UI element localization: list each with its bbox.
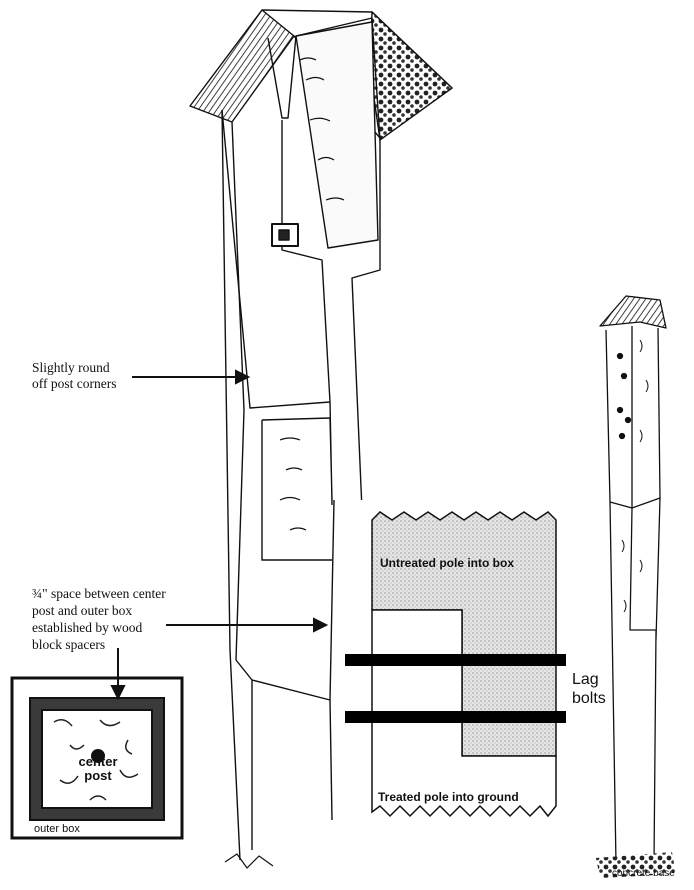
lag-bolts-label-line1: Lag bbox=[572, 670, 606, 689]
lag-bolt-upper bbox=[345, 654, 566, 666]
concrete-base-label: concrete base bbox=[612, 868, 675, 880]
spacer-label-line2: post and outer box bbox=[32, 602, 166, 619]
round-corners-label-line1: Slightly round bbox=[32, 360, 116, 376]
spacer-label-line3: established by wood bbox=[32, 619, 166, 636]
center-post-label: center post bbox=[66, 755, 130, 783]
center-post-label-line2: post bbox=[66, 769, 130, 783]
spacer-label-line4: block spacers bbox=[32, 636, 166, 653]
lag-bolts-label: Lag bolts bbox=[572, 670, 606, 708]
small-bat-house bbox=[596, 296, 676, 878]
front-panel bbox=[296, 22, 378, 248]
round-corners-label: Slightly round off post corners bbox=[32, 360, 116, 392]
roof-left bbox=[190, 10, 294, 122]
center-post-label-line1: center bbox=[66, 755, 130, 769]
treated-pole-label: Treated pole into ground bbox=[378, 789, 519, 805]
round-corners-label-line2: off post corners bbox=[32, 376, 116, 392]
lag-bolts-label-line2: bolts bbox=[572, 689, 606, 708]
roof-right bbox=[370, 12, 452, 140]
lag-bolt-lower bbox=[345, 711, 566, 723]
outer-box-label: outer box bbox=[34, 823, 80, 836]
small-roof bbox=[600, 296, 666, 328]
untreated-pole-label: Untreated pole into box bbox=[380, 555, 514, 571]
pole-inset bbox=[345, 500, 567, 830]
spacer-label: ¾" space between center post and outer b… bbox=[32, 585, 166, 653]
spacer-label-line1: ¾" space between center bbox=[32, 585, 166, 602]
